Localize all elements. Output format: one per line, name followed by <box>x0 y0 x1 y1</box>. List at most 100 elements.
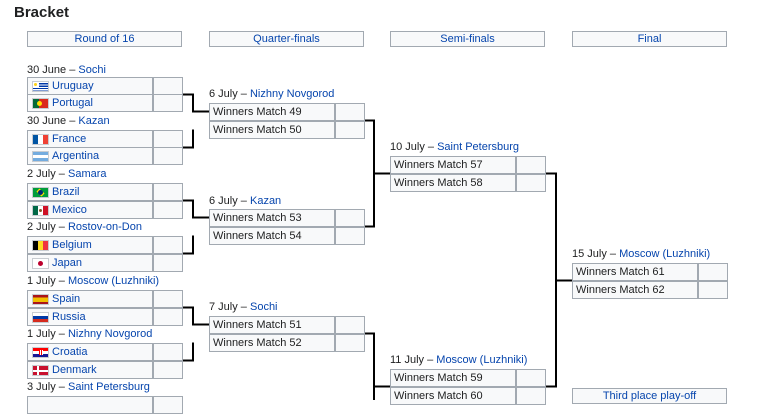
r16-match-6-label: 1 July – Nizhny Novgorod <box>27 328 153 340</box>
connector-sf-2 <box>545 280 557 388</box>
r16-match-3-venue[interactable]: Samara <box>67 168 107 180</box>
r16-match-3-label: 2 July – Samara <box>27 168 107 180</box>
r16-4-team-a: Belgium <box>27 236 153 254</box>
score-cell <box>153 343 183 361</box>
round-header-quarter-finals[interactable]: Quarter-finals <box>209 31 364 47</box>
round-header-semi-finals[interactable]: Semi-finals <box>390 31 545 47</box>
r16-5-team-b: Russia <box>27 308 153 326</box>
r16-match-2-label: 30 June – Kazan <box>27 115 110 127</box>
score-cell <box>153 236 183 254</box>
qf-2-team-a: Winners Match 53 <box>209 209 335 227</box>
score-cell <box>153 201 183 219</box>
round-header-round-of-16[interactable]: Round of 16 <box>27 31 182 47</box>
score-cell <box>516 387 546 405</box>
team-name[interactable]: Japan <box>52 257 82 269</box>
uruguay-flag-icon <box>32 81 49 92</box>
team-name: Winners Match 62 <box>576 284 665 296</box>
r16-6-team-a: Croatia <box>27 343 153 361</box>
connector-qf-3 <box>364 332 375 400</box>
team-name[interactable]: Portugal <box>52 97 93 109</box>
team-name[interactable]: Spain <box>52 293 81 305</box>
round-header-final[interactable]: Final <box>572 31 727 47</box>
r16-match-1-venue[interactable]: Sochi <box>78 64 106 76</box>
score-cell <box>153 130 183 148</box>
connector-sf-1 <box>545 172 572 282</box>
r16-match-6-venue[interactable]: Nizhny Novgorod <box>67 328 153 340</box>
belgium-flag-icon <box>32 240 49 251</box>
team-name: Winners Match 50 <box>213 124 302 136</box>
score-cell <box>516 369 546 387</box>
team-name[interactable]: Belgium <box>52 239 92 251</box>
r16-1-team-a: Uruguay <box>27 77 153 95</box>
third-place-header[interactable]: Third place play-off <box>572 388 727 404</box>
r16-match-5-venue[interactable]: Moscow (Luzhniki) <box>67 275 160 287</box>
score-cell <box>335 227 365 245</box>
team-name: Winners Match 60 <box>394 390 483 402</box>
team-name: Winners Match 61 <box>576 266 665 278</box>
score-cell <box>335 103 365 121</box>
r16-2-team-a: France <box>27 130 153 148</box>
team-name: Winners Match 58 <box>394 177 483 189</box>
sf-match-2-venue[interactable]: Moscow (Luzhniki) <box>436 354 528 366</box>
qf-2-team-b: Winners Match 54 <box>209 227 335 245</box>
team-name: Winners Match 57 <box>394 159 483 171</box>
r16-4-team-b: Japan <box>27 254 153 272</box>
connector-r16-5 <box>182 306 209 326</box>
team-name[interactable]: France <box>52 133 87 145</box>
score-cell <box>698 281 728 299</box>
score-cell <box>335 334 365 352</box>
score-cell <box>153 254 183 272</box>
final-team-b: Winners Match 62 <box>572 281 698 299</box>
team-name[interactable]: Uruguay <box>52 80 94 92</box>
r16-match-2-venue[interactable]: Kazan <box>78 115 110 127</box>
qf-match-3-venue[interactable]: Sochi <box>249 301 278 313</box>
russia-flag-icon <box>32 312 49 323</box>
qf-match-1-venue[interactable]: Nizhny Novgorod <box>249 88 335 100</box>
r16-6-team-b: Denmark <box>27 361 153 379</box>
r16-match-1-label: 30 June – Sochi <box>27 64 106 76</box>
argentina-flag-icon <box>32 151 49 162</box>
team-name[interactable]: Russia <box>52 311 86 323</box>
portugal-flag-icon <box>32 98 49 109</box>
r16-match-7-label: 3 July – Saint Petersburg <box>27 381 150 393</box>
qf-match-3-label: 7 July – Sochi <box>209 301 278 313</box>
team-name[interactable]: Croatia <box>52 346 88 358</box>
sf-match-2-label: 11 July – Moscow (Luzhniki) <box>390 354 528 366</box>
bracket-lines <box>182 93 572 400</box>
score-cell <box>335 209 365 227</box>
connector-r16-3 <box>182 199 209 219</box>
final-match-venue[interactable]: Moscow (Luzhniki) <box>619 248 711 260</box>
r16-7-team-a <box>27 396 153 414</box>
connector-qf-1 <box>364 119 390 175</box>
team-name[interactable]: Mexico <box>52 204 87 216</box>
score-cell <box>153 396 183 414</box>
team-name[interactable]: Denmark <box>52 364 97 376</box>
page-title: Bracket <box>14 4 70 21</box>
qf-3-team-b: Winners Match 52 <box>209 334 335 352</box>
r16-1-team-b: Portugal <box>27 94 153 112</box>
team-name: Winners Match 51 <box>213 319 302 331</box>
brazil-flag-icon <box>32 187 49 198</box>
team-name[interactable]: Argentina <box>52 150 100 162</box>
team-name: Winners Match 52 <box>213 337 302 349</box>
r16-match-4-venue[interactable]: Rostov-on-Don <box>67 221 142 233</box>
r16-match-7-venue[interactable]: Saint Petersburg <box>67 381 150 393</box>
sf-match-1-label: 10 July – Saint Petersburg <box>390 141 520 153</box>
team-name: Winners Match 59 <box>394 372 483 384</box>
qf-match-2-venue[interactable]: Kazan <box>249 195 282 207</box>
score-cell <box>153 308 183 326</box>
r16-match-5-label: 1 July – Moscow (Luzhniki) <box>27 275 160 287</box>
team-name[interactable]: Brazil <box>52 186 80 198</box>
score-cell <box>153 361 183 379</box>
connector-qf-2 <box>364 173 375 228</box>
r16-2-team-b: Argentina <box>27 147 153 165</box>
final-team-a: Winners Match 61 <box>572 263 698 281</box>
connector-r16-2 <box>182 129 194 149</box>
connector-r16-6 <box>182 342 194 362</box>
sf-match-1-venue[interactable]: Saint Petersburg <box>437 141 520 153</box>
mexico-flag-icon <box>32 205 49 216</box>
score-cell <box>516 156 546 174</box>
qf-1-team-a: Winners Match 49 <box>209 103 335 121</box>
score-cell <box>153 94 183 112</box>
r16-5-team-a: Spain <box>27 290 153 308</box>
